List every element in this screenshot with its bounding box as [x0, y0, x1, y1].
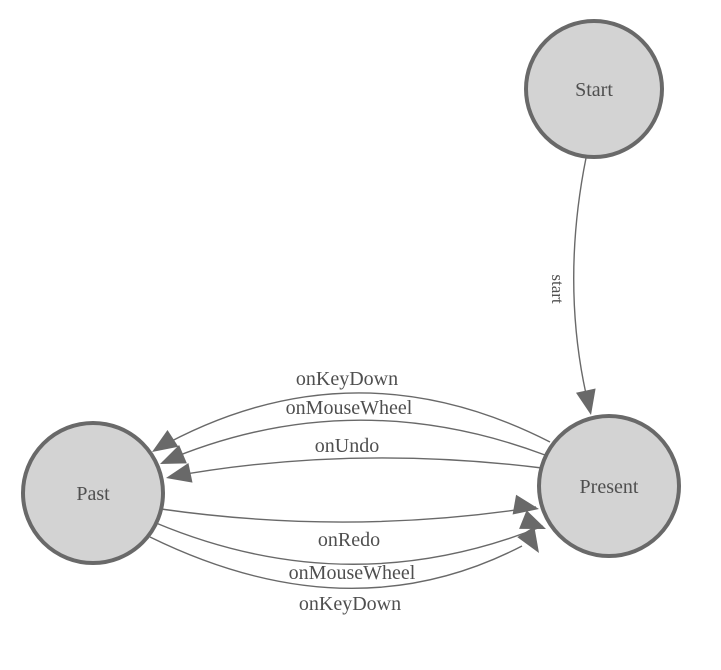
state-circle-past[interactable] [21, 421, 165, 565]
edge-line [155, 522, 544, 565]
state-circle-start[interactable] [524, 19, 664, 159]
edge-label-onmousewheel-top: onMouseWheel [286, 397, 413, 419]
state-node-present[interactable]: Present [537, 414, 681, 558]
arrowhead-icon [576, 388, 596, 415]
arrowhead-icon [166, 463, 193, 483]
arrowhead-icon [517, 526, 539, 553]
state-node-start[interactable]: Start [524, 19, 664, 159]
edge-past-to-present-onmousewheel: onMouseWheel [155, 510, 546, 584]
edge-label-start: start [548, 274, 567, 304]
edge-line [162, 419, 546, 463]
edge-line [160, 506, 537, 523]
edge-line [573, 157, 590, 408]
edge-present-to-past-onmousewheel: onMouseWheel [160, 397, 546, 464]
edge-line [168, 457, 543, 478]
edge-label-onkeydown-top: onKeyDown [296, 368, 398, 390]
edge-past-to-present-onkeydown: onKeyDown [149, 526, 539, 615]
edge-label-onmousewheel-bottom: onMouseWheel [289, 562, 416, 584]
edge-label-onredo: onRedo [318, 529, 380, 551]
edge-present-to-past-onundo: onUndo [166, 435, 543, 483]
state-label-past: Past [76, 483, 110, 505]
edge-past-to-present-onredo: onRedo [160, 494, 539, 551]
arrowhead-icon [512, 494, 539, 515]
edge-line [154, 392, 551, 451]
state-label-present: Present [580, 476, 639, 498]
state-label-start: Start [575, 79, 613, 101]
edge-label-onundo: onUndo [315, 435, 379, 457]
arrowhead-icon [519, 510, 546, 529]
edge-label-onkeydown-bottom: onKeyDown [299, 593, 401, 615]
edge-start-to-present: start [548, 157, 596, 415]
arrowhead-icon [160, 445, 187, 464]
edge-present-to-past-onkeydown: onKeyDown [152, 368, 551, 452]
arrowhead-icon [152, 430, 179, 452]
edge-line [149, 536, 523, 590]
state-circle-present[interactable] [537, 414, 681, 558]
state-node-past[interactable]: Past [21, 421, 165, 565]
